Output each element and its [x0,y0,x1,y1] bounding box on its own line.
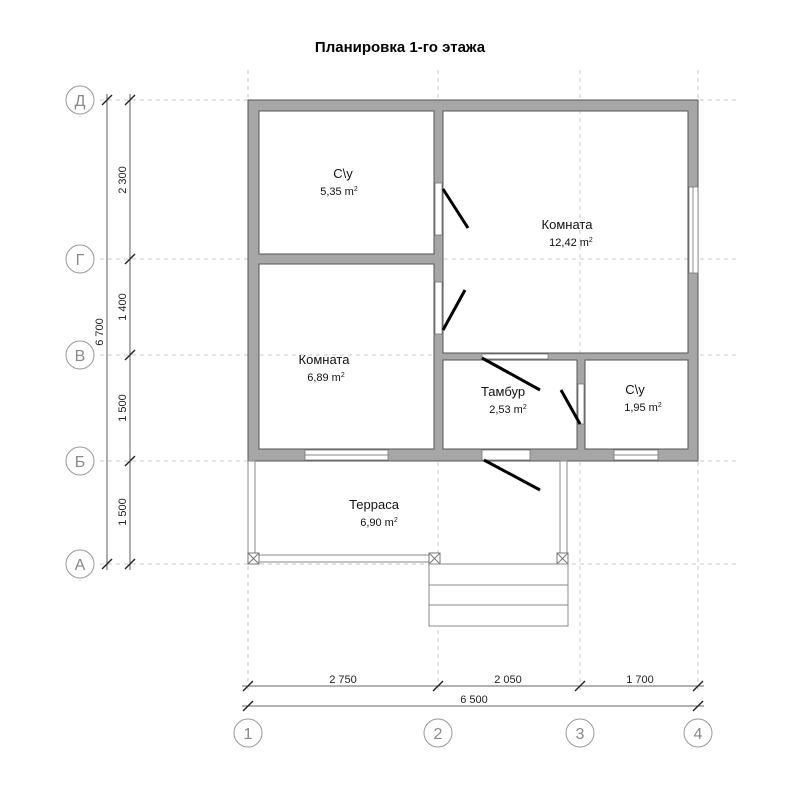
terrace [247,460,569,565]
axis-label: 4 [694,726,703,743]
axis-label: Г [76,252,85,269]
stairs [428,563,569,627]
room-name: С\у [625,382,645,397]
doors [441,188,582,492]
horizontal-dimensions: 2 750 2 050 1 700 6 500 [242,674,704,712]
room-area: 1,95 m2 [624,402,662,414]
door-leaf-wc-small [559,389,582,425]
room-area: 6,90 m2 [360,517,398,529]
axis-label: А [75,557,86,574]
room-name: Комната [542,217,594,232]
door-leaf-vestibule [481,356,541,392]
axis-label: 2 [434,726,443,743]
door-leaf-wc [441,188,470,229]
room-area: 2,53 m2 [489,404,527,416]
door-opening-wc [434,182,443,236]
row-axis-markers: Д Г В Б А [65,85,95,579]
dim-segment: 2 750 [329,674,357,686]
room-labels: С\у 5,35 m2 Комната 12,42 m2 Комната 6,8… [299,166,662,529]
door-opening-wc-small [577,383,585,425]
room-area: 6,89 m2 [307,372,345,384]
room-name: Тамбур [481,384,525,399]
room-name: Комната [299,352,351,367]
door-leaf-room [441,289,467,331]
plan-title: Планировка 1-го этажа [315,39,486,56]
column-axis-markers: 1 2 3 4 [233,718,713,748]
vertical-dimensions: 2 300 1 400 1 500 1 500 6 700 [94,94,136,570]
dim-segment: 1 500 [117,394,129,422]
building-walls [247,99,699,462]
axis-label: 1 [244,726,253,743]
room-area: 5,35 m2 [320,186,358,198]
dim-segment: 2 300 [117,166,129,194]
axis-label: 3 [576,726,585,743]
openings [304,182,699,461]
door-opening-room [434,281,443,335]
door-leaf-entrance [483,458,541,492]
dim-segment: 1 400 [117,293,129,321]
axis-label: Б [75,454,86,471]
dim-segment: 1 500 [117,498,129,526]
axis-label: В [75,348,86,365]
dim-segment: 2 050 [494,674,522,686]
room-area: 12,42 m2 [549,237,593,249]
axis-grid [100,70,740,690]
door-opening-vestibule [481,353,549,360]
walls [247,99,699,462]
dim-segment: 1 700 [626,674,654,686]
dim-total: 6 500 [460,694,488,706]
axis-label: Д [75,93,86,110]
terrace-post [428,552,441,565]
terrace-post [247,552,260,565]
room-name: Терраса [349,497,400,512]
room-name: С\у [333,166,353,181]
dim-total: 6 700 [94,318,106,346]
entrance-door-opening [481,449,531,461]
terrace-post [556,552,569,565]
